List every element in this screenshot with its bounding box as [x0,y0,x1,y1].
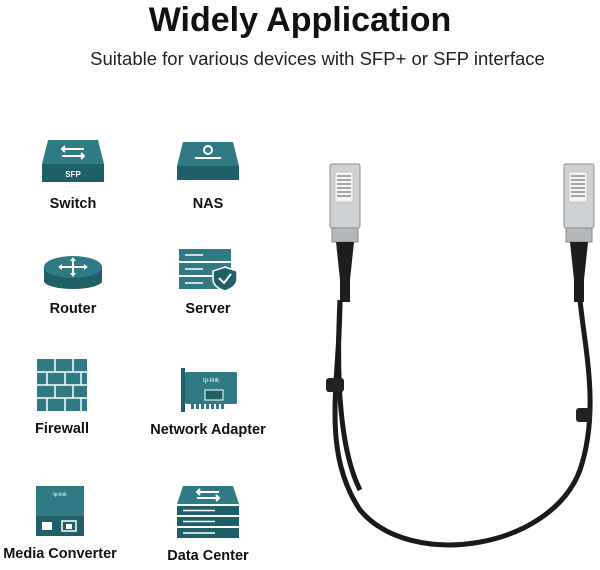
network-adapter-icon: tp-link [181,368,237,412]
device-router: Router [0,247,148,317]
adapter-brand-label: tp-link [203,378,220,384]
firewall-icon [37,359,87,411]
cable-loop [332,299,593,548]
data-center-icon [177,486,239,538]
router-icon [44,256,102,289]
device-label-media-converter: Media Converter [3,546,117,562]
switch-sfp-badge: SFP [65,170,81,179]
server-icon [179,249,238,292]
device-nas: NAS [133,138,283,212]
nas-icon [177,142,239,180]
media-converter-icon: tp-link [36,486,84,536]
device-label-router: Router [49,301,97,317]
right-sfp-connector [563,163,595,302]
device-network-adapter: tp-link Network Adapter [133,366,283,438]
device-label-data-center: Data Center [167,548,249,564]
device-media-converter: tp-link Media Converter [0,484,135,562]
device-label-firewall: Firewall [35,421,89,437]
device-label-network-adapter: Network Adapter [150,422,266,438]
dac-cable-image [326,163,595,548]
device-label-server: Server [185,301,231,317]
switch-icon: SFP [42,140,104,182]
left-sfp-connector [329,163,361,302]
page-title: Widely Application [148,1,452,39]
device-label-nas: NAS [192,196,224,212]
device-server: Server [133,247,283,317]
device-label-switch: Switch [49,196,97,212]
page-subtitle: Suitable for various devices with SFP+ o… [90,48,545,69]
device-firewall: Firewall [0,357,137,437]
device-switch: SFP Switch [0,138,148,212]
device-data-center: Data Center [133,484,283,564]
converter-brand-label: tp-link [53,492,67,498]
